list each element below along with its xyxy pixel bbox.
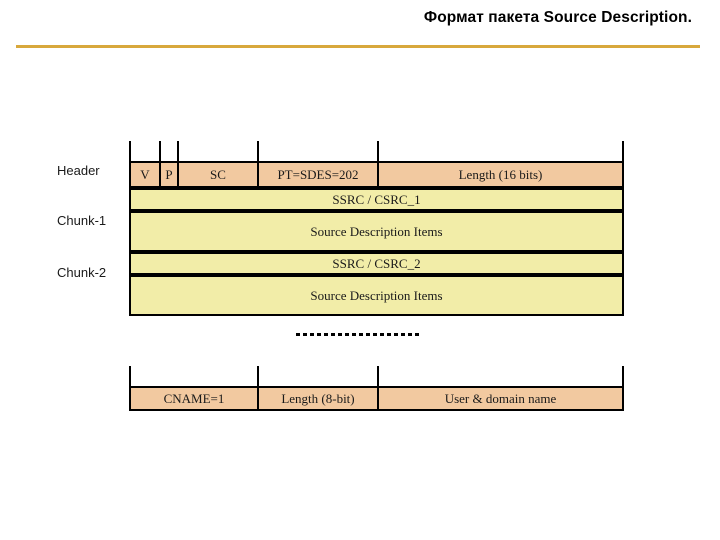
bit-tick-0 xyxy=(129,141,131,163)
item-cell-cname: CNAME=1 xyxy=(131,388,259,409)
diagram-label-chunk-2: Chunk-2 xyxy=(57,265,107,280)
item-cell-length: Length (8-bit) xyxy=(259,388,379,409)
chunk-2-items-row: Source Description Items xyxy=(129,275,624,316)
bit-tick-1 xyxy=(159,141,161,163)
header-cell-payload-type: PT=SDES=202 xyxy=(259,163,379,186)
chunk-1-ssrc-row: SSRC / CSRC_1 xyxy=(129,188,624,211)
bit-tick-3 xyxy=(257,141,259,163)
header-cell-source-count: SC xyxy=(179,163,259,186)
bit-tick-2 xyxy=(177,141,179,163)
bit-tick-5 xyxy=(622,141,624,163)
rtcp-header-row: V P SC PT=SDES=202 Length (16 bits) xyxy=(129,161,624,188)
diagram-label-chunk-1: Chunk-1 xyxy=(57,213,107,228)
chunk-1-items-label: Source Description Items xyxy=(131,213,622,250)
title-divider xyxy=(16,45,700,48)
item-cell-user-domain: User & domain name xyxy=(379,388,622,409)
chunk-2-ssrc-row: SSRC / CSRC_2 xyxy=(129,252,624,275)
header-cell-length: Length (16 bits) xyxy=(379,163,622,186)
page-title: Формат пакета Source Description. xyxy=(423,9,692,26)
chunk-2-ssrc-label: SSRC / CSRC_2 xyxy=(131,254,622,273)
chunk-1-items-row: Source Description Items xyxy=(129,211,624,252)
header-cell-version: V xyxy=(131,163,161,186)
sdes-item-row: CNAME=1 Length (8-bit) User & domain nam… xyxy=(129,386,624,411)
item-tick-1 xyxy=(257,366,259,388)
item-tick-3 xyxy=(622,366,624,388)
item-tick-2 xyxy=(377,366,379,388)
chunk-2-items-label: Source Description Items xyxy=(131,277,622,314)
header-cell-padding: P xyxy=(161,163,179,186)
continuation-dashed-line xyxy=(296,333,420,336)
slide-title-bar: Формат пакета Source Description. xyxy=(0,8,706,28)
item-tick-0 xyxy=(129,366,131,388)
bit-tick-4 xyxy=(377,141,379,163)
diagram-label-header: Header xyxy=(57,163,100,178)
chunk-1-ssrc-label: SSRC / CSRC_1 xyxy=(131,190,622,209)
